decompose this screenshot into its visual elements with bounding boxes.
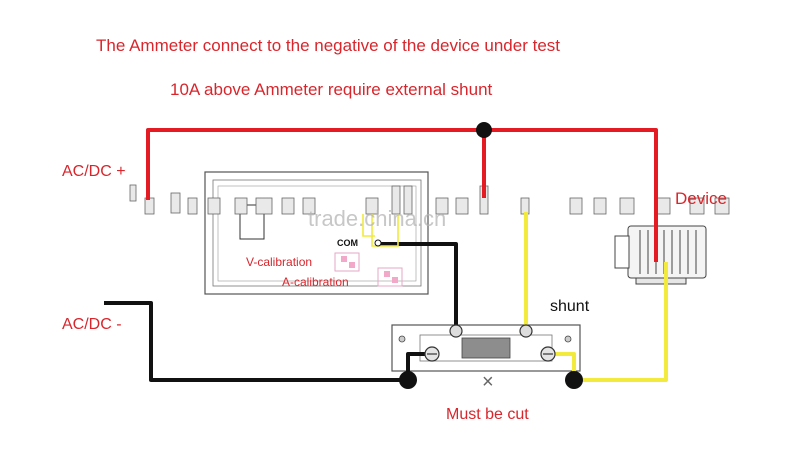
shunt-mount-hole-right <box>564 335 572 343</box>
meter-digit <box>239 204 265 240</box>
device-motor-icon <box>614 225 707 285</box>
title-line-2: 10A above Ammeter require external shunt <box>170 80 493 99</box>
shunt-terminals <box>424 324 556 362</box>
positive-wire <box>146 128 658 262</box>
com-label: COM <box>337 238 358 248</box>
must-be-cut-label: Must be cut <box>446 406 529 423</box>
positive-junction-dot <box>476 122 492 138</box>
signal-junction-dot <box>565 371 583 389</box>
v-calibration-label: V-calibration <box>246 255 312 269</box>
com-signal-traces <box>362 214 399 247</box>
cut-mark: × <box>482 371 494 393</box>
com-terminal-point <box>374 239 382 247</box>
ac-dc-minus-label: AC/DC - <box>62 316 122 333</box>
terminal-row <box>129 184 730 215</box>
shunt-mount-hole-left <box>398 335 406 343</box>
shunt-label: shunt <box>550 298 590 315</box>
v-calibration-pad <box>334 252 360 272</box>
meter-inner-frame <box>212 179 422 287</box>
ac-dc-plus-label: AC/DC + <box>62 163 126 180</box>
panel-meter <box>204 171 429 295</box>
negative-junction-dot <box>399 371 417 389</box>
watermark: trade.china.cn <box>308 206 446 231</box>
meter-outer-frame <box>204 171 429 295</box>
title-line-1: The Ammeter connect to the negative of t… <box>96 36 560 55</box>
meter-display-window <box>217 185 417 282</box>
device-label: Device <box>675 189 727 208</box>
a-calibration-pad <box>377 267 403 287</box>
a-calibration-label: A-calibration <box>282 275 349 289</box>
shunt-element <box>461 337 511 359</box>
